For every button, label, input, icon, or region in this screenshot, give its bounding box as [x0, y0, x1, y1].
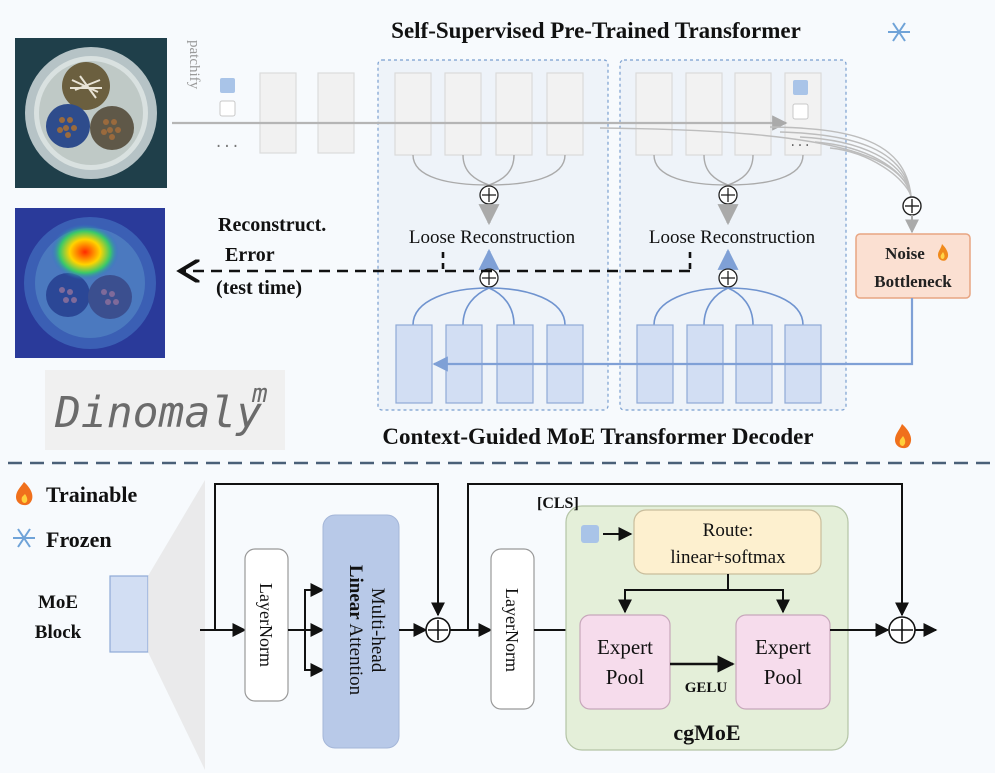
- bottleneck-to-decoder-arrow: [432, 298, 914, 372]
- test-time-label: (test time): [216, 277, 302, 299]
- route-to-expert-1: [618, 574, 729, 614]
- residual-connection-1: [214, 483, 445, 630]
- cls-token-patch: [220, 78, 235, 93]
- snowflake-icon: [13, 528, 35, 548]
- reconstruct-label: Reconstruct.: [218, 214, 326, 236]
- patch-token: [219, 100, 236, 117]
- expert-pool-2: [735, 614, 831, 710]
- encoder-tokens: [259, 72, 355, 154]
- route-function-label: linear+softmax: [670, 547, 786, 568]
- error-label: Error: [225, 244, 275, 266]
- fire-icon: [895, 424, 912, 449]
- zoom-projection: [148, 480, 205, 770]
- encoder-aggregation-arcs-1: [412, 154, 566, 186]
- patchify-label: patchify: [186, 40, 202, 90]
- decoder-aggregation-arcs-2: [653, 287, 804, 326]
- encoder-patch-token: [792, 103, 809, 120]
- attention-rest: Attention: [345, 620, 366, 696]
- frozen-label: Frozen: [46, 527, 112, 552]
- expert-pool-2-label: Expert: [755, 635, 811, 659]
- snowflake-icon: [888, 22, 910, 42]
- loose-reconstruction-label-1: Loose Reconstruction: [409, 227, 576, 248]
- bottleneck-label: Bottleneck: [874, 272, 952, 291]
- attention-line2: Linear Attention: [345, 565, 366, 696]
- logo-superscript: m: [251, 379, 268, 409]
- expert-pool-2-label-2: Pool: [764, 665, 803, 689]
- attention-line1: Multi-head: [367, 588, 388, 673]
- attention-bold: Linear: [345, 565, 366, 620]
- route-to-expert-2: [728, 589, 790, 614]
- logo-text: Dinomaly: [54, 388, 262, 438]
- encoder-cls-token: [793, 80, 808, 95]
- expert-pool-1-label-2: Pool: [606, 665, 645, 689]
- fire-icon: [16, 482, 33, 506]
- moe-block-label-2: Block: [35, 622, 82, 643]
- cgmoe-label: cgMoE: [673, 720, 740, 745]
- top-title: Self-Supervised Pre-Trained Transformer: [391, 18, 801, 43]
- expert-pool-1-label: Expert: [597, 635, 653, 659]
- trainable-label: Trainable: [46, 482, 138, 507]
- fire-icon: [938, 244, 949, 261]
- gelu-label: GELU: [685, 680, 728, 696]
- route-label: Route:: [703, 520, 754, 541]
- moe-block-label: MoE: [38, 592, 78, 613]
- layernorm-label-1: LayerNorm: [256, 583, 276, 667]
- bottom-title: Context-Guided MoE Transformer Decoder: [382, 424, 813, 449]
- expert-pool-1: [579, 614, 671, 710]
- patch-ellipsis: ...: [214, 135, 239, 151]
- layernorm-block-1: [244, 548, 289, 702]
- layernorm-label-2: LayerNorm: [502, 588, 522, 672]
- decoder-aggregation-arcs-1: [412, 287, 566, 326]
- logo-background: [45, 370, 285, 450]
- input-image: [15, 38, 167, 188]
- anomaly-map-image: [15, 208, 165, 358]
- encoder-aggregation-arcs-2: [653, 154, 804, 186]
- cls-label: [CLS]: [537, 495, 579, 512]
- residual-connection-2: [467, 483, 909, 630]
- noise-label: Noise: [885, 244, 925, 263]
- moe-block-swatch: [109, 575, 149, 653]
- attention-block: [322, 514, 400, 749]
- encoder-feature-curves: [599, 126, 912, 197]
- cls-token: [581, 525, 599, 543]
- noise-bottleneck-box: Noise Bottleneck: [855, 233, 971, 299]
- loose-reconstruction-label-2: Loose Reconstruction: [649, 227, 816, 248]
